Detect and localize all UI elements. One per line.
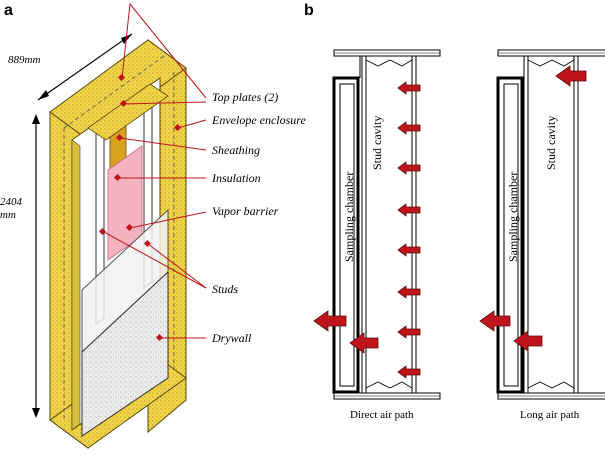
arrow-small-7	[397, 325, 421, 339]
right-chamber-label: Sampling chamber	[506, 171, 520, 262]
left-chamber-label: Sampling chamber	[342, 171, 356, 262]
top-plates	[87, 83, 169, 141]
arrow-large-out-right	[479, 310, 511, 332]
drywall-panel	[81, 270, 169, 437]
arrow-large-in-right	[513, 330, 543, 352]
long-air-path-arrows	[479, 65, 587, 352]
direct-air-path-arrows	[313, 81, 421, 379]
marker-top-plates-2	[119, 99, 128, 108]
leader-sheathing	[119, 137, 207, 151]
label-insulation: Insulation	[212, 171, 261, 185]
leader-studs-left	[103, 231, 207, 289]
arrow-small-5	[397, 243, 421, 257]
dimension-lines	[32, 33, 133, 418]
caption-direct-air-path: Direct air path	[350, 409, 414, 421]
height-arrow-top	[32, 114, 40, 124]
leader-studs-right	[147, 243, 207, 289]
left-cavity-label: Stud cavity	[370, 115, 384, 170]
left-sampling-chamber	[332, 76, 360, 394]
direct-air-path-diagram	[332, 49, 441, 400]
right-top-zigzag	[527, 59, 575, 67]
arrow-large-in-left	[349, 332, 379, 354]
marker-studs-left	[98, 227, 107, 236]
enclosure-inner-left	[71, 139, 81, 431]
leader-vapor-barrier	[129, 211, 207, 229]
marker-drywall	[155, 333, 164, 342]
arrow-small-6	[397, 285, 421, 299]
arrow-small-1	[397, 81, 421, 95]
height-dimension-value: 2404	[0, 196, 22, 208]
label-drywall: Drywall	[212, 331, 252, 345]
marker-envelope	[173, 123, 182, 132]
leader-top-plates-2	[123, 101, 207, 105]
marker-insulation	[113, 173, 122, 182]
right-bottom-zigzag	[527, 381, 575, 389]
arrow-small-4	[397, 203, 421, 217]
right-sampling-chamber-inner	[503, 83, 519, 387]
width-dimension-line	[37, 33, 133, 101]
panel-label-a: a	[4, 2, 13, 19]
right-cavity-label: Stud cavity	[544, 115, 558, 170]
leader-top-plates	[121, 2, 207, 99]
arrow-small-2	[397, 121, 421, 135]
right-sampling-chamber	[496, 76, 524, 394]
arrow-small-8	[397, 365, 421, 379]
panel-label-b: b	[304, 2, 314, 19]
label-top-plates: Top plates (2)	[212, 90, 279, 104]
width-arrow-start	[38, 90, 49, 100]
height-arrow-bottom	[32, 408, 40, 418]
marker-vapor-barrier	[125, 223, 134, 232]
leader-markers	[98, 73, 182, 342]
arrow-small-3	[397, 161, 421, 175]
label-envelope: Envelope enclosure	[212, 113, 306, 127]
wall-assembly	[49, 39, 187, 449]
leader-envelope	[177, 119, 207, 129]
caption-long-air-path: Long air path	[520, 409, 580, 421]
left-bottom-zigzag	[365, 381, 413, 389]
width-dimension-label: 889mm	[8, 54, 41, 66]
label-studs: Studs	[212, 282, 239, 296]
height-dimension-unit: mm	[0, 209, 16, 221]
marker-studs-right	[143, 239, 152, 248]
leader-lines	[103, 2, 207, 339]
left-sampling-chamber-inner	[339, 83, 355, 387]
marker-sheathing	[115, 133, 124, 142]
arrow-large-out-left	[313, 310, 347, 332]
arrow-large-top-right	[555, 65, 587, 87]
label-vapor-barrier: Vapor barrier	[212, 204, 279, 218]
marker-top-plates	[117, 73, 126, 82]
left-top-zigzag	[365, 59, 413, 67]
label-sheathing: Sheathing	[212, 143, 260, 157]
